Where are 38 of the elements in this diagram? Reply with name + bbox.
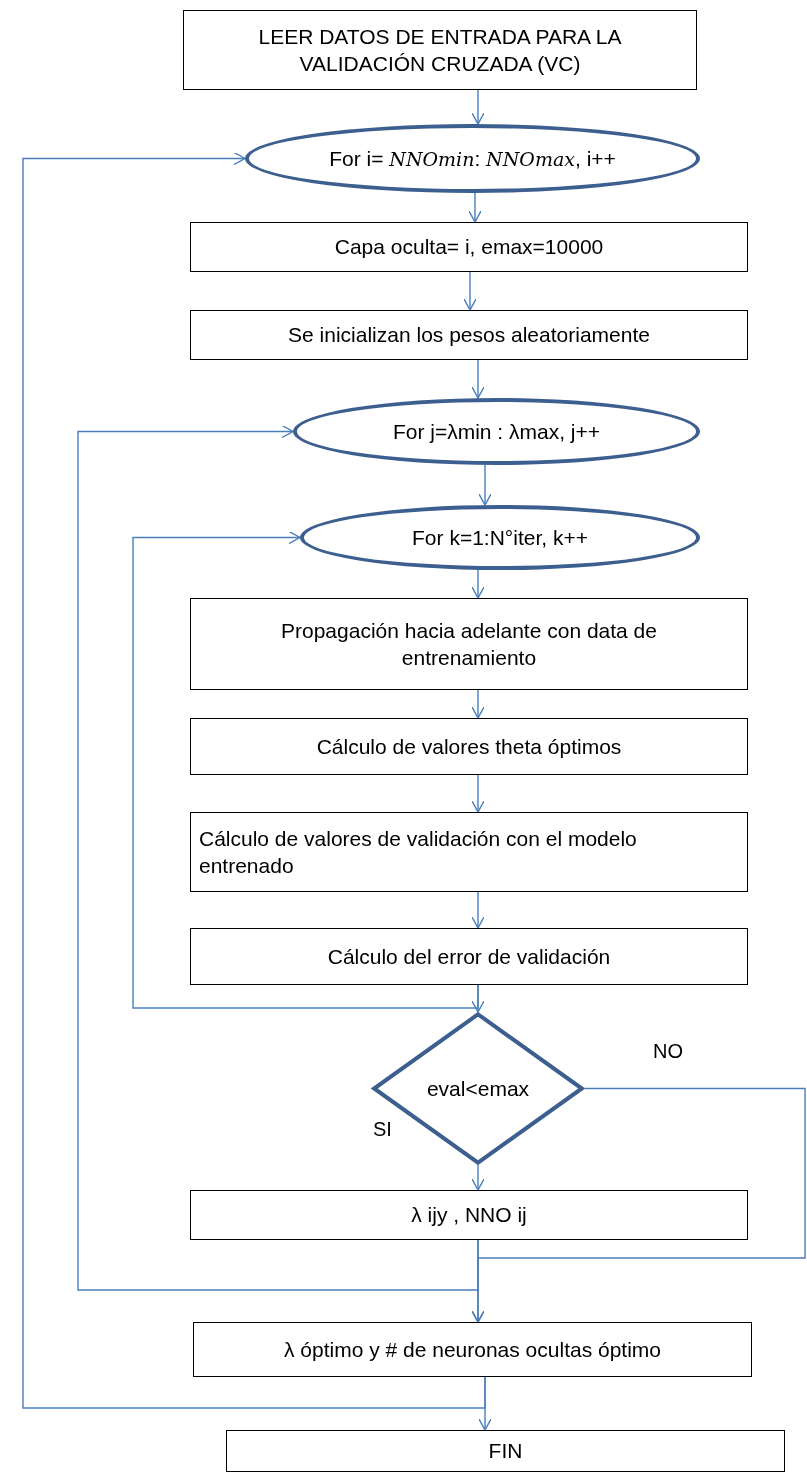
arrow: [471, 1164, 485, 1191]
arrow: [77, 424, 479, 1291]
node-text: For k=1:N°iter, k++: [411, 524, 589, 551]
process-box: [190, 1190, 748, 1240]
process-box: [190, 222, 748, 272]
node-text: λ ijy , NNO ij: [410, 1202, 528, 1229]
arrow: [471, 891, 485, 929]
arrow: [468, 192, 482, 223]
process-box: [190, 812, 748, 892]
node-text: Cálculo de valores de validación con el modelo entrenado: [198, 825, 638, 879]
arrow: [471, 569, 485, 599]
process-box: [226, 1430, 785, 1472]
node-text: For j=λmin : λmax, j++: [391, 418, 602, 445]
process-box: [190, 928, 748, 985]
node-text: FIN: [487, 1438, 524, 1465]
node-text: Se inicializan los pesos aleatoriamente: [287, 322, 651, 349]
arrow: [463, 271, 477, 311]
node-text: Cálculo de valores theta óptimos: [315, 733, 623, 760]
arrow: [132, 530, 479, 1009]
node-text: LEER DATOS DE ENTRADA PARA LA VALIDACIÓN CRUZADA (VC): [257, 23, 623, 77]
node-text: Propagación hacia adelante con data de entrenamiento: [280, 617, 658, 671]
arrow: [22, 151, 486, 1409]
arrow: [471, 774, 485, 813]
arrow: [478, 464, 492, 506]
node-text: eval<emax: [425, 1075, 531, 1102]
decision-diamond: [371, 1012, 585, 1165]
process-box: [190, 310, 748, 360]
process-box: [190, 598, 748, 690]
process-box: [193, 1322, 752, 1377]
arrow: [471, 359, 485, 399]
arrow: [471, 89, 485, 125]
node-text: λ óptimo y # de neuronas ocultas óptimo: [282, 1336, 662, 1363]
node-text: For i= NNOmin: NNOmax, i++: [328, 145, 617, 172]
process-box: [190, 718, 748, 775]
node-text: Cálculo del error de validación: [326, 943, 612, 970]
node-text: Capa oculta= i, emax=10000: [333, 234, 605, 261]
arrow: [471, 689, 485, 719]
process-box: [183, 10, 697, 90]
